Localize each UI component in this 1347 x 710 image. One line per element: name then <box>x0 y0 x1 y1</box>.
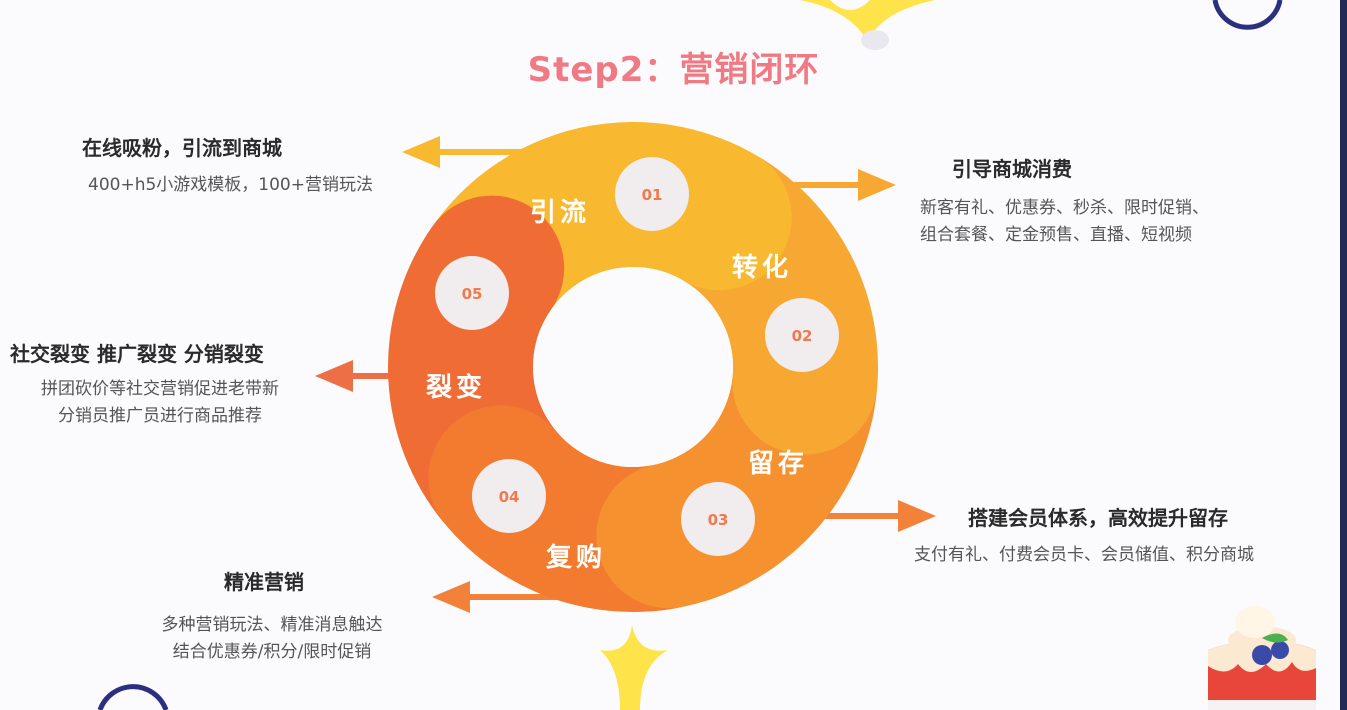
note-liebian-line-1: 拼团砍价等社交营销促进老带新 <box>41 379 279 399</box>
step-number-04: 04 <box>499 488 520 506</box>
page-title: Step2：营销闭环 <box>527 50 820 90</box>
step-badge-04 <box>472 459 546 533</box>
step-label-liebian: 裂变 <box>426 372 486 403</box>
step-badge-05 <box>435 256 509 330</box>
step-badge-01 <box>615 157 689 231</box>
note-liebian-heading: 社交裂变 推广裂变 分销裂变 <box>10 342 264 366</box>
note-zhuanhua-line-1: 新客有礼、优惠券、秒杀、限时促销、 <box>920 198 1209 218</box>
ring-center <box>533 267 733 467</box>
step-number-02: 02 <box>792 327 813 345</box>
note-fugou-line-2: 结合优惠券/积分/限时促销 <box>172 642 372 662</box>
decor-star-bottom-icon <box>600 625 668 710</box>
step-label-liucun: 留存 <box>748 449 808 479</box>
note-zhuanhua-line-2: 组合套餐、定金预售、直播、短视频 <box>920 225 1192 245</box>
note-liucun-line-1: 支付有礼、付费会员卡、会员储值、积分商城 <box>914 545 1254 565</box>
step-label-fugou: 复购 <box>546 543 606 573</box>
step-number-01: 01 <box>642 186 663 204</box>
step-badge-02 <box>765 298 839 372</box>
ring-segment-fugou <box>411 380 684 612</box>
note-liebian-line-2: 分销员推广员进行商品推荐 <box>58 406 262 426</box>
step-badges: 01 引流 02 转化 03 留存 04 复购 05 裂变 <box>426 157 839 573</box>
arrow-fugou <box>432 581 560 613</box>
note-liucun-heading: 搭建会员体系，高效提升留存 <box>968 506 1228 530</box>
ring-segment-yinliu <box>420 122 805 317</box>
step-number-03: 03 <box>708 511 729 529</box>
ring-segment-liebian <box>388 195 565 525</box>
right-edge-bar <box>1340 0 1347 710</box>
note-yinliu-line-1: 400+h5小游戏模板，100+营销玩法 <box>88 175 373 195</box>
step-number-05: 05 <box>462 285 483 303</box>
step-label-zhuanhua: 转化 <box>732 253 792 283</box>
note-yinliu-heading: 在线吸粉，引流到商城 <box>82 136 282 160</box>
decor-star-top-icon <box>800 0 935 50</box>
step-label-yinliu: 引流 <box>530 198 590 228</box>
note-zhuanhua-heading: 引导商城消费 <box>952 157 1072 181</box>
decor-circle-bottom-left-icon <box>97 684 169 710</box>
decor-circle-top-right-icon <box>1212 0 1283 30</box>
note-fugou-line-1: 多种营销玩法、精准消息触达 <box>161 615 383 635</box>
step-badge-03 <box>681 482 755 556</box>
note-fugou-heading: 精准营销 <box>224 570 304 594</box>
decor-cake-icon <box>1208 606 1316 710</box>
